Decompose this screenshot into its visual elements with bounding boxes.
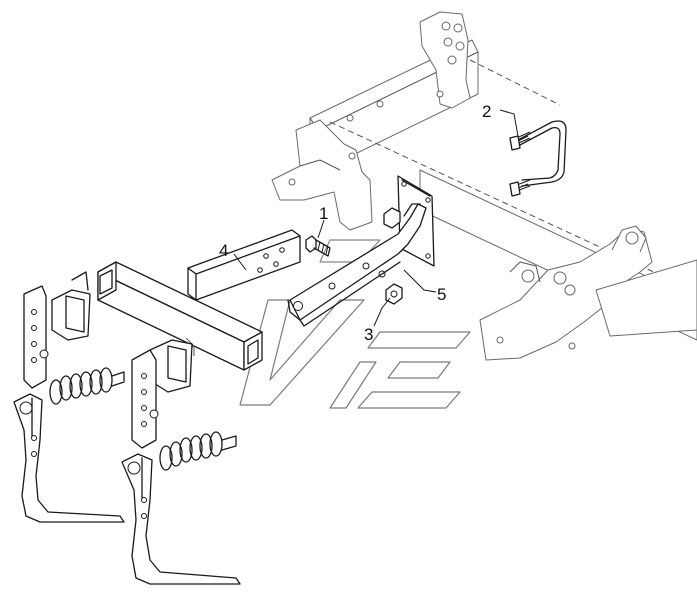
part-2-u-bolt [509,120,567,197]
callout-2-label: 2 [482,102,491,121]
callout-1-label: 1 [319,204,328,223]
tine-assembly-left [13,271,125,523]
callout-5-label: 5 [437,285,446,304]
callout-5: 5 [403,269,446,304]
part-4-plate [187,229,301,323]
callout-2: 2 [482,102,519,137]
part-1-bolt [305,235,331,257]
callout-1: 1 [317,204,328,239]
part-3-nut [385,283,403,305]
callout-4: 4 [219,241,247,271]
right-frame-bracket [479,225,697,361]
tine-assembly-right [121,339,241,585]
callout-3: 3 [364,297,391,344]
square-tube-arm [97,261,263,371]
callout-4-label: 4 [219,241,228,260]
left-frame-bracket [271,119,373,231]
callout-3-label: 3 [364,325,373,344]
part-5-link-arm [287,175,435,327]
